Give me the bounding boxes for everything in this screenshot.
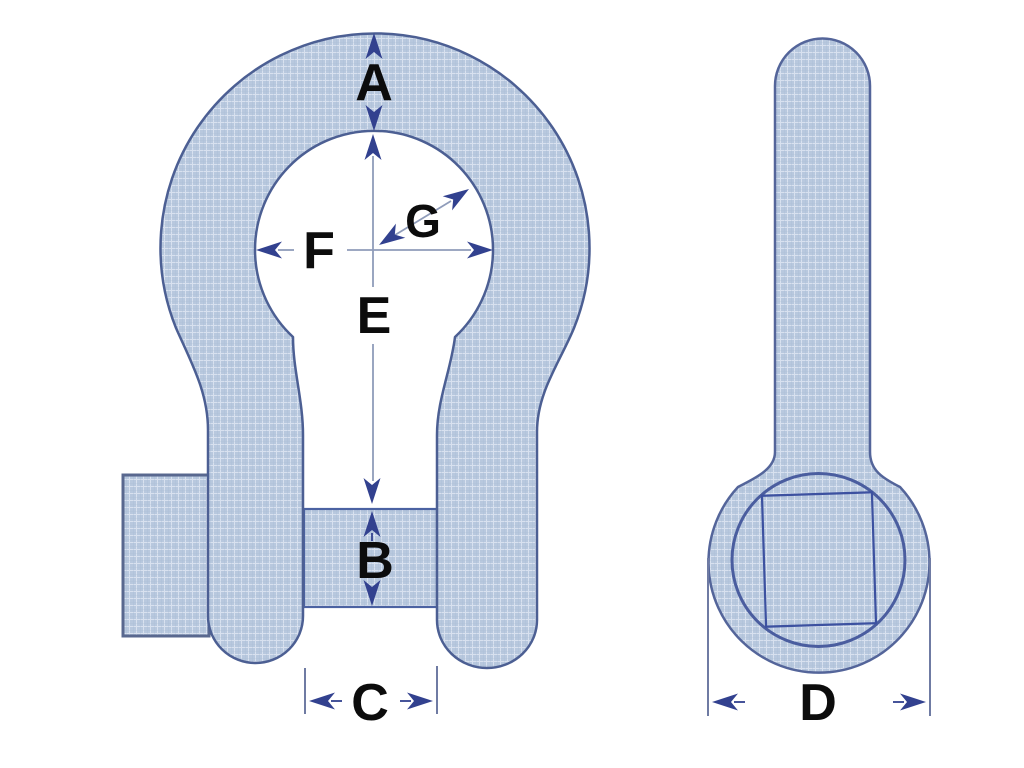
dim-a-arrow-up bbox=[365, 33, 383, 59]
shackle-side-body bbox=[707, 37, 931, 674]
dim-b-arrow-up bbox=[363, 511, 381, 537]
dim-a: A bbox=[355, 33, 393, 131]
pin-head bbox=[121, 473, 211, 638]
dim-d-arrow-right bbox=[900, 693, 926, 711]
dim-f-arrow-right bbox=[467, 241, 493, 259]
dim-e: E bbox=[357, 134, 392, 504]
dim-g-arrow-sw bbox=[379, 223, 406, 245]
dim-d: D bbox=[707, 558, 931, 732]
dim-e-arrow-up bbox=[364, 134, 382, 160]
dim-e-arrow-down bbox=[363, 478, 381, 504]
dim-f: F bbox=[256, 222, 493, 280]
label-f: F bbox=[303, 222, 335, 280]
front-view: A E F G B bbox=[121, 32, 591, 732]
dim-b-arrow-down bbox=[363, 580, 381, 606]
label-a: A bbox=[355, 54, 393, 112]
shackle-bow-body bbox=[159, 32, 591, 670]
dim-d-arrow-left bbox=[712, 693, 738, 711]
dim-a-arrow-down bbox=[365, 105, 383, 131]
label-g: G bbox=[405, 195, 441, 247]
dim-c-arrow-left bbox=[309, 692, 335, 710]
pin-head-inner-circle bbox=[730, 472, 907, 648]
dim-g: G bbox=[379, 189, 469, 247]
label-c: C bbox=[351, 674, 389, 732]
dim-f-arrow-left bbox=[256, 241, 282, 259]
label-b: B bbox=[356, 532, 394, 590]
dim-g-arrow-ne bbox=[442, 189, 469, 211]
side-view: D bbox=[707, 37, 931, 732]
label-e: E bbox=[357, 287, 392, 345]
dim-b: B bbox=[356, 511, 394, 606]
label-d: D bbox=[799, 674, 837, 732]
dim-c-arrow-right bbox=[407, 692, 433, 710]
dim-c: C bbox=[304, 666, 438, 732]
pin-head-square bbox=[760, 491, 878, 628]
